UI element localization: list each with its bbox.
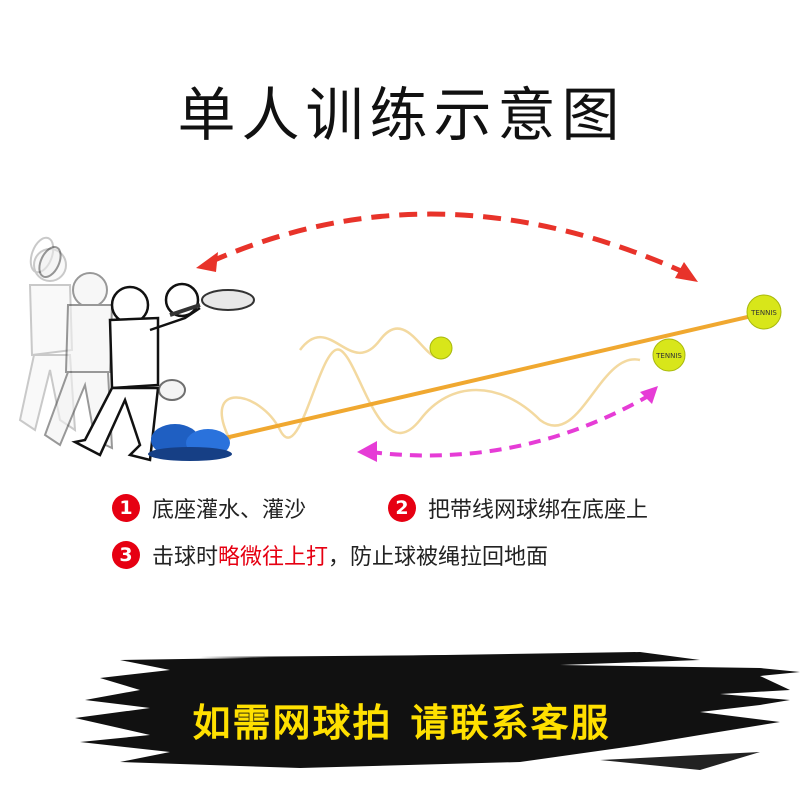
step-text: 底座灌水、灌沙 <box>152 498 307 523</box>
page-title: 单人训练示意图 <box>177 81 626 149</box>
loose-string <box>220 348 641 441</box>
step-text: 把带线网球绑在底座上 <box>428 498 649 523</box>
step-3: 3 击球时略微往上打，防止球被绳拉回地面 <box>112 539 548 571</box>
tennis-string <box>224 311 766 440</box>
brush-stroke-banner <box>75 652 800 770</box>
ball-brand-label: TENNIS <box>655 352 682 360</box>
step-number-badge: 1 <box>112 494 140 522</box>
red-dashed-arrow <box>208 211 692 278</box>
step-highlight: 略微往上打 <box>218 545 329 570</box>
player-front <box>71 282 201 462</box>
step-number-badge: 3 <box>112 541 140 569</box>
training-base <box>148 424 232 461</box>
banner-text: 如需网球拍请联系客服 <box>0 692 803 747</box>
pink-dashed-arrow <box>369 393 651 458</box>
step-2: 2 把带线网球绑在底座上 <box>388 492 648 524</box>
banner-part2: 请联系客服 <box>410 701 611 745</box>
step-number-badge: 2 <box>388 494 416 522</box>
red-arrow-head-left <box>196 252 218 272</box>
training-illustration: TENNIS TENNIS <box>18 211 782 462</box>
pink-arrow-head-left <box>357 441 377 462</box>
pink-arrow-head-right <box>640 386 658 404</box>
racket-icon <box>38 246 255 401</box>
tennis-ball-icon: TENNIS TENNIS <box>429 294 782 372</box>
ball-brand-label: TENNIS <box>750 309 777 317</box>
red-arrow-head-right <box>675 262 698 282</box>
step-1: 1 底座灌水、灌沙 <box>112 492 306 524</box>
step-text: 击球时 <box>152 545 219 570</box>
banner-part1: 如需网球拍 <box>192 701 393 745</box>
step-text: ，防止球被绳拉回地面 <box>328 545 549 570</box>
